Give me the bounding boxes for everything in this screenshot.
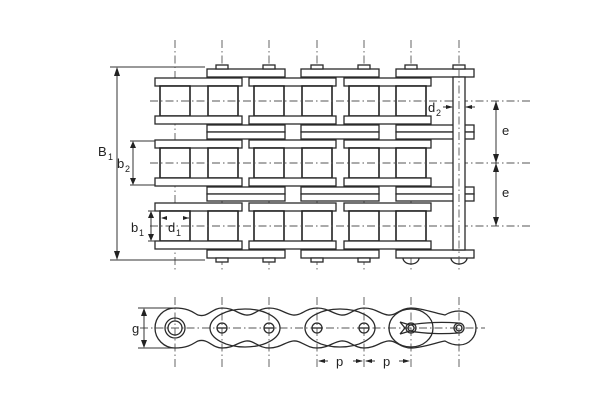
label-e-upper: e <box>502 123 509 138</box>
side-view: g p p <box>132 297 485 369</box>
spring-clip <box>399 321 465 335</box>
svg-text:1: 1 <box>176 228 181 238</box>
svg-text:1: 1 <box>108 152 113 162</box>
label-p-right: p <box>383 354 390 369</box>
label-d1: d <box>168 220 175 235</box>
label-b1: b <box>131 220 138 235</box>
dim-b1: b 1 <box>131 210 160 242</box>
outer-plates-bottom <box>206 249 475 265</box>
chain-outline <box>154 307 477 349</box>
label-g: g <box>132 321 139 336</box>
dim-d2: d 2 <box>428 100 475 118</box>
strand-1 <box>150 77 530 125</box>
end-pin <box>452 70 466 260</box>
side-centerlines <box>140 297 485 368</box>
label-d2: d <box>428 100 435 115</box>
dim-e: e e <box>493 101 509 226</box>
dim-g: g <box>132 307 175 349</box>
label-p-left: p <box>336 354 343 369</box>
dim-b2: b 2 <box>117 140 155 186</box>
strand-3 <box>150 202 530 250</box>
top-view: B 1 b 2 b 1 d 1 <box>98 40 530 270</box>
side-pins <box>216 322 370 334</box>
dim-p: p p <box>318 354 410 369</box>
label-B1: B <box>98 144 107 159</box>
label-b2: b <box>117 156 124 171</box>
svg-text:1: 1 <box>139 228 144 238</box>
label-e-lower: e <box>502 185 509 200</box>
strand-2 <box>150 139 530 187</box>
svg-text:2: 2 <box>436 108 441 118</box>
middle-plates-upper <box>206 124 475 140</box>
dim-d1: d 1 <box>161 216 189 238</box>
svg-text:2: 2 <box>125 164 130 174</box>
dim-B1: B 1 <box>98 66 205 261</box>
outer-plates-top <box>206 64 475 78</box>
middle-plates-lower <box>206 186 475 202</box>
